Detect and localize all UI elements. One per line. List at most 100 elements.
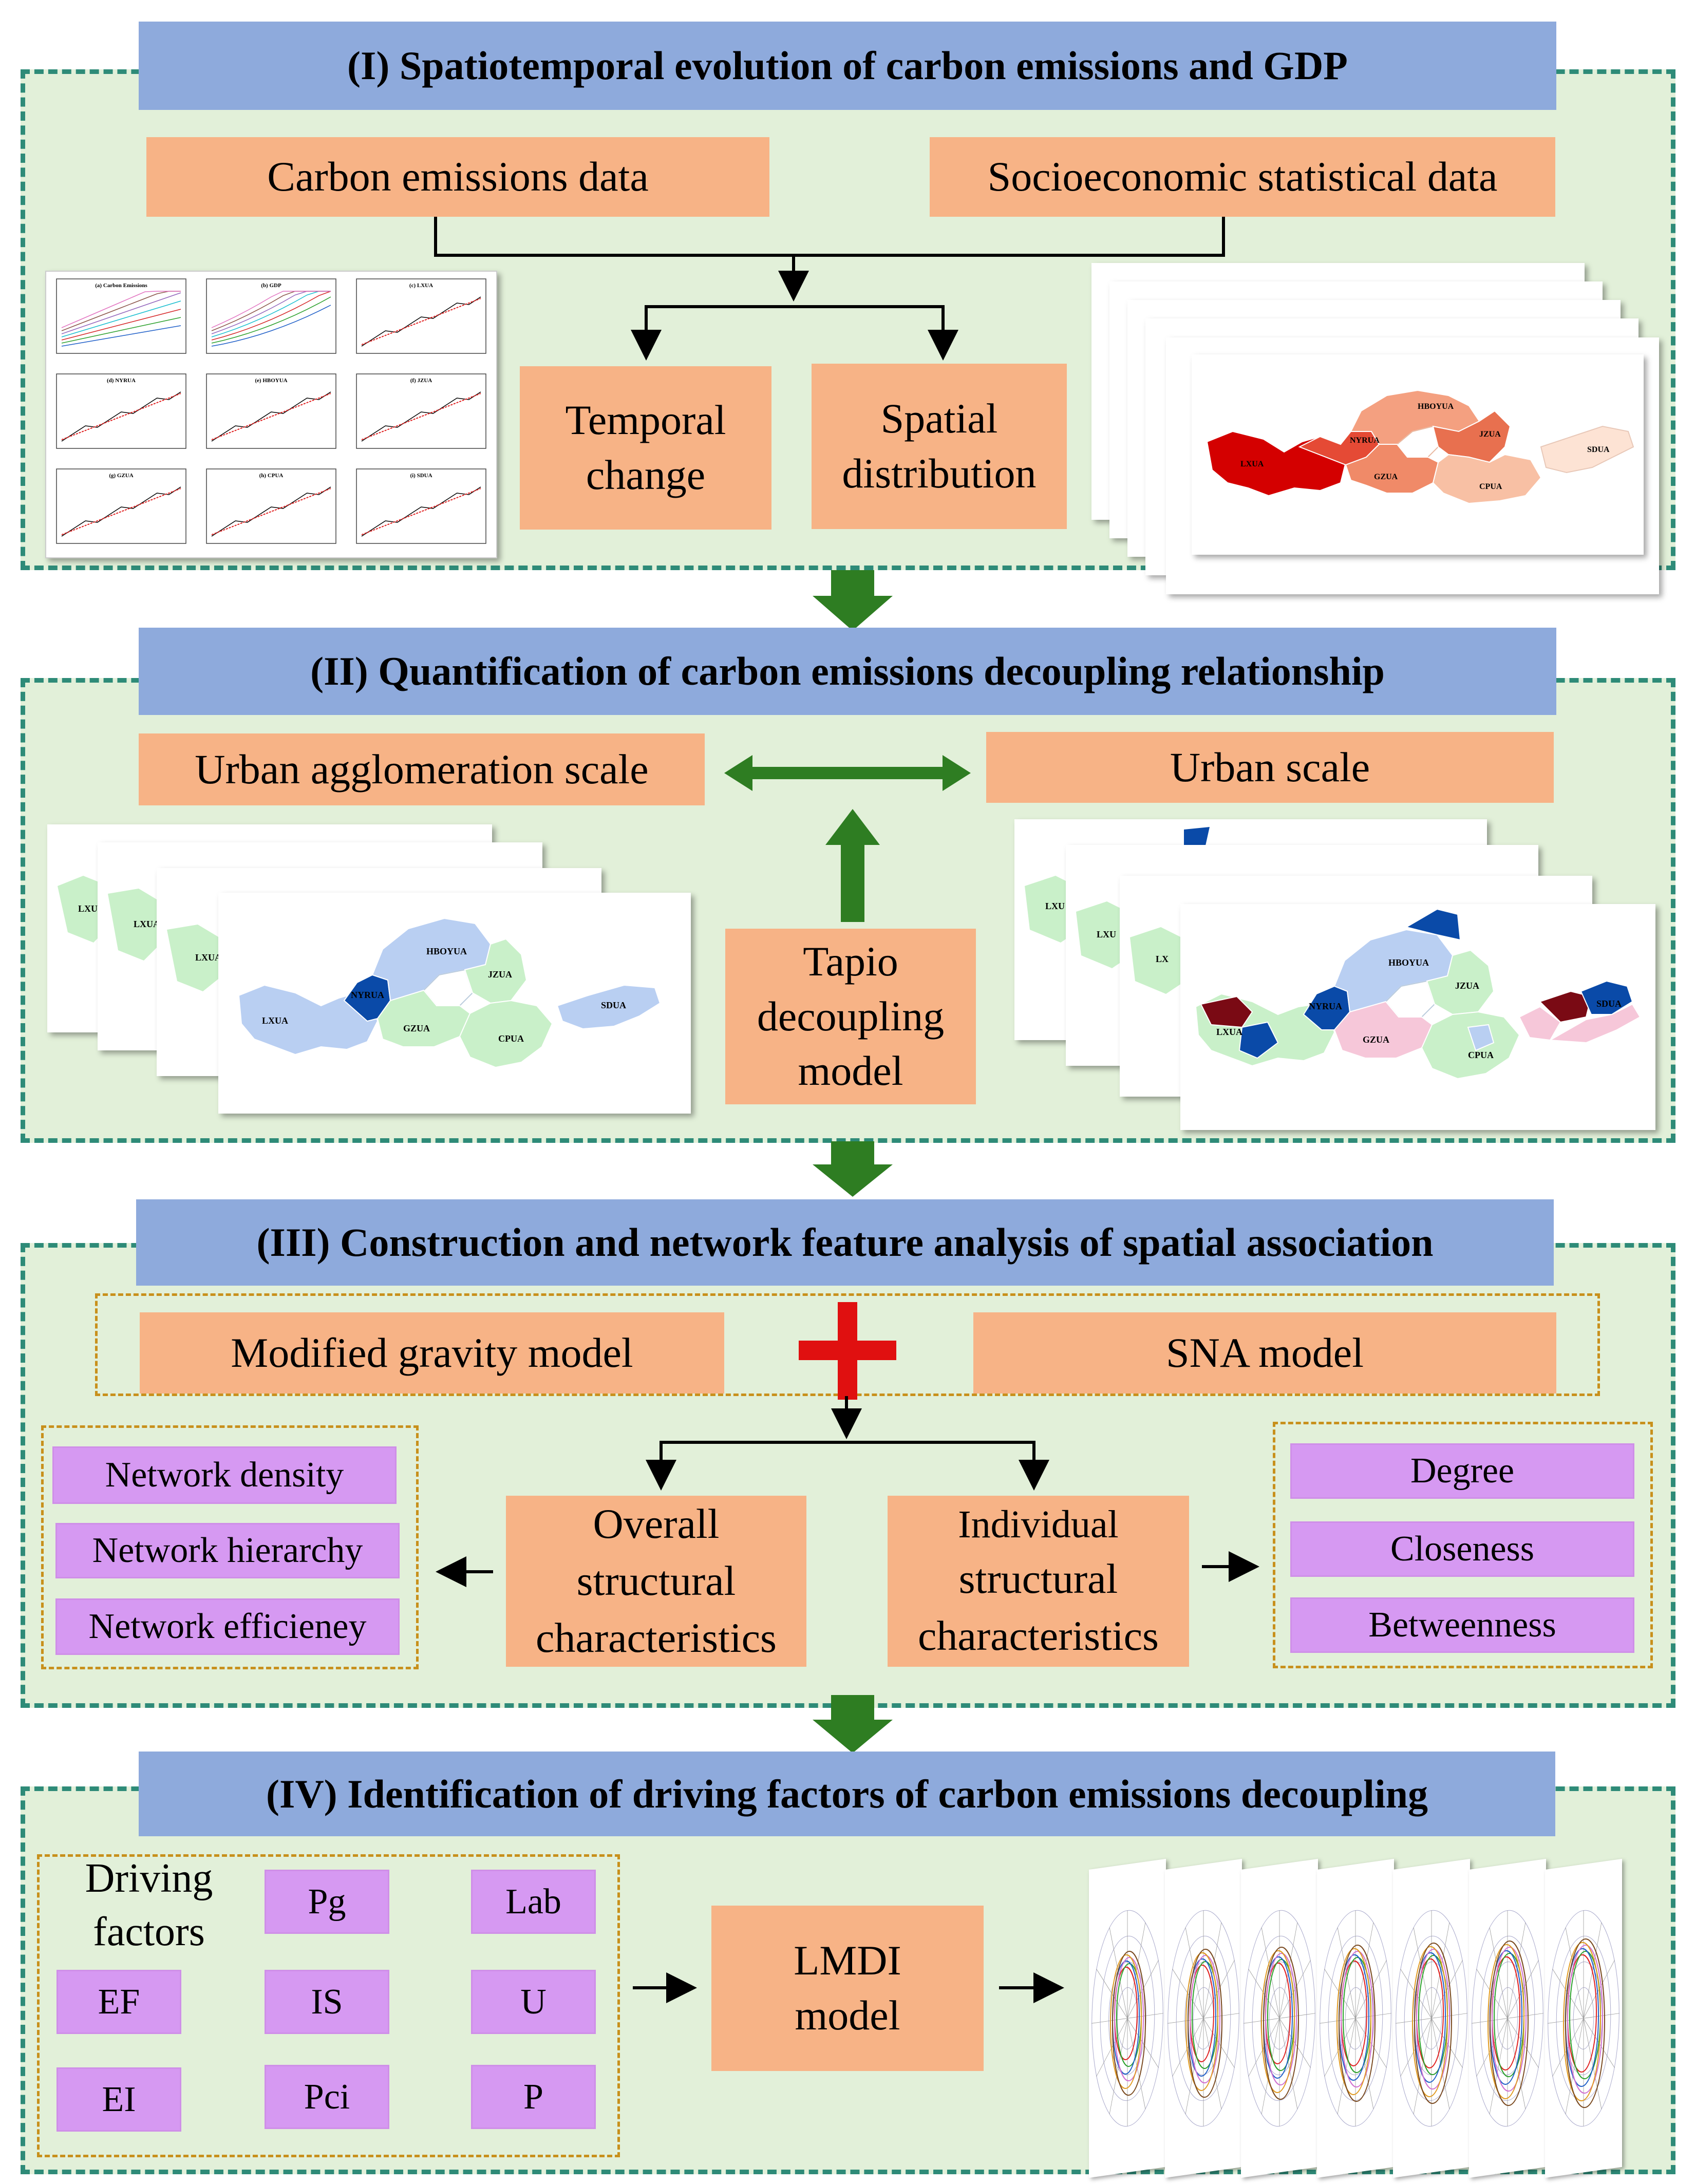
city-label-jzua: JZUA — [1455, 981, 1479, 991]
polar-grid-spoke — [1507, 2018, 1526, 2110]
thumb-title: (g) GZUA — [109, 473, 133, 479]
polar-series — [1565, 1938, 1605, 2108]
overall-line2: structural — [576, 1557, 736, 1605]
thumb-series-line — [361, 488, 481, 535]
ua-label-gzua: GZUA — [403, 1023, 430, 1033]
tapio-line3: model — [798, 1047, 903, 1095]
ua-decoupling-map: HBOYUA NYRUA JZUA LXUA GZUA CPUA SDUA — [238, 917, 661, 1068]
polar-chart-sheet — [1165, 1858, 1242, 2178]
map1-label-sdua: SDUA — [1587, 445, 1610, 454]
factor-u-box: U — [471, 1970, 596, 2034]
flow-arrow-2-3 — [813, 1141, 893, 1197]
section-4-title: (IV) Identification of driving factors o… — [139, 1752, 1555, 1836]
polar-grid-spoke — [1431, 1960, 1463, 2019]
thumb-title: (a) Carbon Emissions — [95, 283, 147, 289]
thumb-frame — [356, 278, 486, 354]
ua-decoupling-map-sheet: HBOYUA NYRUA JZUA LXUA GZUA CPUA SDUA — [218, 893, 691, 1114]
urban-scale-box: Urban scale — [986, 732, 1554, 803]
section-1-title: (I) Spatiotemporal evolution of carbon e… — [139, 22, 1556, 110]
thumb-series-line — [211, 488, 331, 535]
betweenness-box: Betweenness — [1290, 1597, 1634, 1653]
thumb-title: (h) CPUA — [259, 473, 284, 479]
polar-chart — [1396, 1910, 1467, 2127]
thumb-frame — [356, 373, 486, 449]
polar-grid-spoke — [1127, 1960, 1159, 2019]
tapio-up-arrow — [825, 809, 880, 922]
thumb-series-line — [61, 291, 181, 328]
urban-agglomeration-scale-box: Urban agglomeration scale — [139, 733, 705, 805]
thumb-series-line — [211, 305, 331, 347]
thumb-series-line — [61, 292, 181, 334]
polar-series — [1188, 1948, 1222, 2098]
polar-series — [1567, 1944, 1603, 2094]
driving-label-line2: factors — [93, 1909, 205, 1954]
polar-grid-spoke — [1127, 2018, 1146, 2110]
polar-grid-spoke — [1583, 2018, 1602, 2110]
factor-pg-box: Pg — [265, 1870, 389, 1934]
map1-label-hboyua: HBOYUA — [1418, 402, 1454, 411]
city-decoupling-map-sheet: HBOYUA NYRUA JZUA LXUA GZUA CPUA SDUA — [1180, 904, 1655, 1130]
tapio-line1: Tapio — [803, 938, 898, 985]
flow-arrow-1-2 — [813, 570, 893, 631]
city-label-hboyua: HBOYUA — [1388, 957, 1429, 968]
scale-double-arrow — [724, 755, 971, 791]
polar-grid-spoke — [1413, 2018, 1432, 2115]
thumb-frame — [56, 468, 186, 544]
city-decoupling-map: HBOYUA NYRUA JZUA LXUA GZUA CPUA SDUA — [1195, 908, 1641, 1080]
city-label-sdua: SDUA — [1596, 999, 1622, 1009]
polar-series — [1414, 1942, 1452, 2104]
city-stack-label-3: LX — [1156, 954, 1169, 964]
polar-series — [1112, 1950, 1146, 2096]
thumb-series-line — [61, 317, 181, 344]
individual-line1: Individual — [958, 1502, 1119, 1546]
lmdi-line1: LMDI — [794, 1937, 901, 1984]
closeness-box: Closeness — [1290, 1521, 1634, 1577]
thumb-frame — [206, 373, 336, 449]
individual-structural-box: Individual structural characteristics — [888, 1496, 1189, 1667]
polar-series — [1339, 1944, 1376, 2102]
factor-is-box: IS — [265, 1970, 389, 2034]
section-2-title: (II) Quantification of carbon emissions … — [139, 628, 1556, 715]
map1-label-gzua: GZUA — [1374, 473, 1398, 481]
ua-label-lxua: LXUA — [262, 1015, 288, 1026]
polar-series — [1487, 1944, 1524, 2099]
thumb-series-line — [361, 296, 481, 347]
polar-grid-spoke — [1565, 1927, 1584, 2019]
thumb-title: (c) LXUA — [409, 283, 433, 289]
thumb-series-line — [211, 391, 331, 442]
polar-chart — [1548, 1910, 1619, 2127]
carbon-emissions-data-box: Carbon emissions data — [146, 137, 769, 217]
lmdi-model-box: LMDI model — [711, 1906, 984, 2071]
polar-chart-sheet — [1089, 1858, 1166, 2178]
thumb-series-line — [61, 391, 181, 442]
overall-line1: Overall — [593, 1500, 720, 1548]
thumbnail-charts: (a) Carbon Emissions(b) GDP(c) LXUA(d) N… — [56, 278, 486, 544]
driving-factors-label: Driving factors — [62, 1852, 236, 1959]
factor-lab-box: Lab — [471, 1870, 596, 1934]
temporal-change-line1: Temporal — [565, 397, 726, 444]
polar-chart — [1091, 1910, 1163, 2127]
tapio-model-box: Tapio decoupling model — [725, 929, 976, 1104]
factor-ei-box: EI — [56, 2067, 181, 2132]
spatial-distribution-line2: distribution — [842, 450, 1037, 497]
ua-label-hboyua: HBOYUA — [426, 946, 467, 956]
polar-series — [1114, 1956, 1144, 2082]
ua-stack-label-2: LXUA — [134, 919, 160, 929]
polar-grid-spoke — [1279, 2018, 1298, 2110]
city-label-gzua: GZUA — [1363, 1034, 1389, 1045]
ua-label-sdua: SDUA — [601, 1000, 626, 1010]
thumb-frame — [56, 278, 186, 354]
thumb-series-line — [361, 391, 481, 442]
polar-series — [1110, 1954, 1142, 2089]
polar-grid-spoke — [1552, 2018, 1584, 2077]
polar-grid-spoke — [1203, 2018, 1222, 2110]
factor-p-box: P — [471, 2065, 596, 2129]
city-label-cpua: CPUA — [1468, 1050, 1494, 1060]
timeseries-thumbnail-grid: (a) Carbon Emissions(b) GDP(c) LXUA(d) N… — [45, 271, 497, 558]
section-3-title: (III) Construction and network feature a… — [136, 1199, 1554, 1286]
map1-label-jzua: JZUA — [1479, 430, 1501, 439]
polar-chart — [1472, 1910, 1543, 2127]
thumb-series-line — [361, 393, 481, 440]
thumb-series-line — [61, 309, 181, 341]
thumb-frame — [356, 468, 486, 544]
